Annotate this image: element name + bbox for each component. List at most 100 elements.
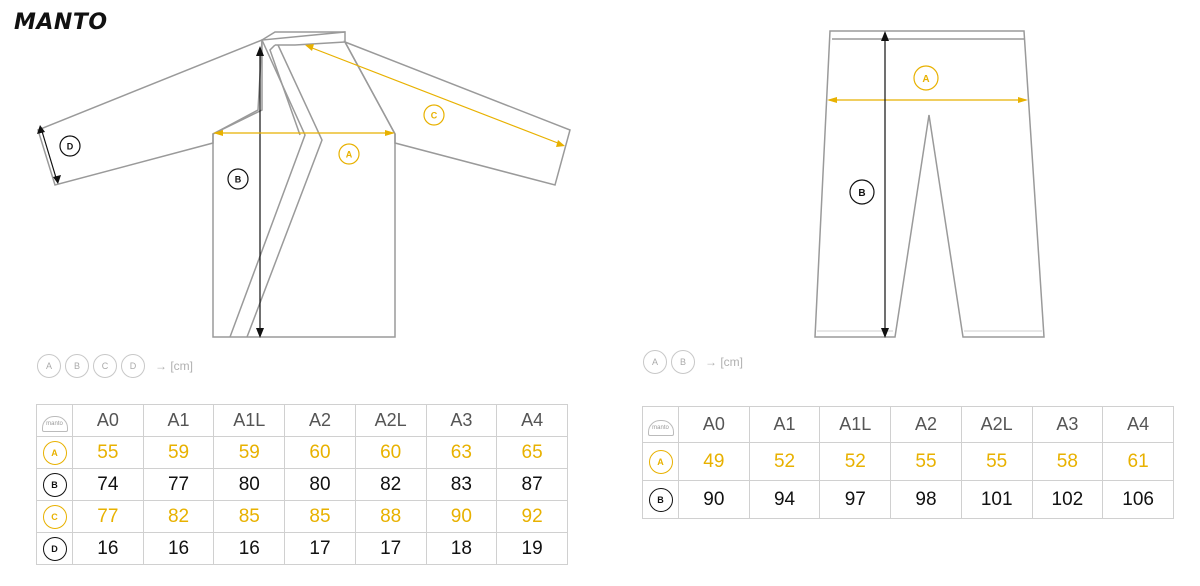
table-cell: 85 <box>284 500 356 533</box>
jacket-marker-d: D <box>59 135 81 157</box>
table-cell: 82 <box>142 500 215 533</box>
size-header: A1L <box>819 406 892 443</box>
measure-marker: B <box>42 473 67 497</box>
jacket-marker-b: B <box>227 168 249 190</box>
svg-text:D: D <box>67 142 74 152</box>
pants-legend: A B → [cm] <box>643 350 743 374</box>
row-label-cell: B <box>642 480 679 519</box>
table-cell: 80 <box>284 468 356 501</box>
measure-marker: A <box>648 450 673 474</box>
table-cell: 97 <box>819 480 892 519</box>
table-cell: 16 <box>213 532 286 565</box>
size-header: A2L <box>354 404 427 437</box>
size-header: A2 <box>890 406 962 443</box>
brand-mini-logo: manto <box>41 416 68 432</box>
table-cell: 17 <box>354 532 427 565</box>
legend-marker: B <box>65 354 89 378</box>
table-logo-cell: manto <box>642 406 679 443</box>
row-label-cell: B <box>36 468 73 501</box>
jacket-left-sleeve <box>37 38 263 186</box>
svg-text:A: A <box>922 74 929 85</box>
svg-text:B: B <box>858 188 865 199</box>
table-cell: 59 <box>213 436 286 469</box>
table-cell: 87 <box>496 468 568 501</box>
table-cell: 98 <box>890 480 962 519</box>
row-label-cell: A <box>36 436 73 469</box>
pants-outline <box>814 30 1045 338</box>
size-header: A3 <box>1031 406 1104 443</box>
pants-marker-b: B <box>849 179 875 205</box>
table-cell: 60 <box>354 436 427 469</box>
jacket-measure-b <box>256 46 264 338</box>
jacket-lapel-stripe <box>246 44 323 338</box>
table-cell: 88 <box>354 500 427 533</box>
jacket-right-sleeve <box>343 40 571 186</box>
size-header: A0 <box>678 406 750 443</box>
table-cell: 63 <box>425 436 498 469</box>
table-cell: 18 <box>425 532 498 565</box>
table-cell: 106 <box>1102 480 1174 519</box>
brand-logo: MANTO <box>14 10 108 35</box>
legend-marker: A <box>37 354 61 378</box>
legend-unit: → [cm] <box>155 359 193 373</box>
jacket-measure-d <box>37 125 61 184</box>
jacket-measure-a <box>213 130 395 136</box>
size-header: A3 <box>425 404 498 437</box>
table-cell: 77 <box>142 468 215 501</box>
table-cell: 55 <box>890 442 962 481</box>
measure-marker: A <box>42 441 67 465</box>
legend-unit: → [cm] <box>705 355 743 369</box>
pants-measure-b <box>881 31 889 338</box>
table-cell: 52 <box>748 442 821 481</box>
row-label-cell: A <box>642 442 679 481</box>
table-cell: 49 <box>678 442 750 481</box>
jacket-legend: A B C D → [cm] <box>37 354 193 378</box>
table-cell: 19 <box>496 532 568 565</box>
jacket-collar <box>261 31 345 41</box>
jacket-measure-c <box>305 44 565 147</box>
jacket-lapel-left <box>269 44 301 136</box>
legend-marker: B <box>671 350 695 374</box>
table-cell: 90 <box>678 480 750 519</box>
jacket-drawing <box>37 31 571 338</box>
table-cell: 65 <box>496 436 568 469</box>
table-cell: 17 <box>284 532 356 565</box>
svg-text:A: A <box>346 150 353 160</box>
pants-drawing <box>814 30 1045 338</box>
size-header: A0 <box>72 404 144 437</box>
pants-measure-a <box>827 97 1028 103</box>
table-cell: 92 <box>496 500 568 533</box>
table-cell: 74 <box>72 468 144 501</box>
brand-mini-logo: manto <box>647 420 674 436</box>
jacket-lapel-outer <box>229 39 306 338</box>
jacket-lapel-inner <box>275 41 346 46</box>
legend-marker: D <box>121 354 145 378</box>
svg-text:C: C <box>431 111 438 121</box>
table-cell: 58 <box>1031 442 1104 481</box>
size-header: A1 <box>142 404 215 437</box>
size-header: A4 <box>496 404 568 437</box>
size-header: A4 <box>1102 406 1174 443</box>
measure-marker: C <box>42 505 67 529</box>
table-cell: 52 <box>819 442 892 481</box>
table-cell: 16 <box>72 532 144 565</box>
size-header: A2 <box>284 404 356 437</box>
legend-marker: C <box>93 354 117 378</box>
size-header: A1L <box>213 404 286 437</box>
pants-marker-a: A <box>913 65 939 91</box>
table-cell: 102 <box>1031 480 1104 519</box>
table-cell: 101 <box>960 480 1033 519</box>
table-cell: 59 <box>142 436 215 469</box>
table-cell: 77 <box>72 500 144 533</box>
table-cell: 82 <box>354 468 427 501</box>
jacket-marker-a: A <box>338 143 360 165</box>
table-cell: 55 <box>960 442 1033 481</box>
